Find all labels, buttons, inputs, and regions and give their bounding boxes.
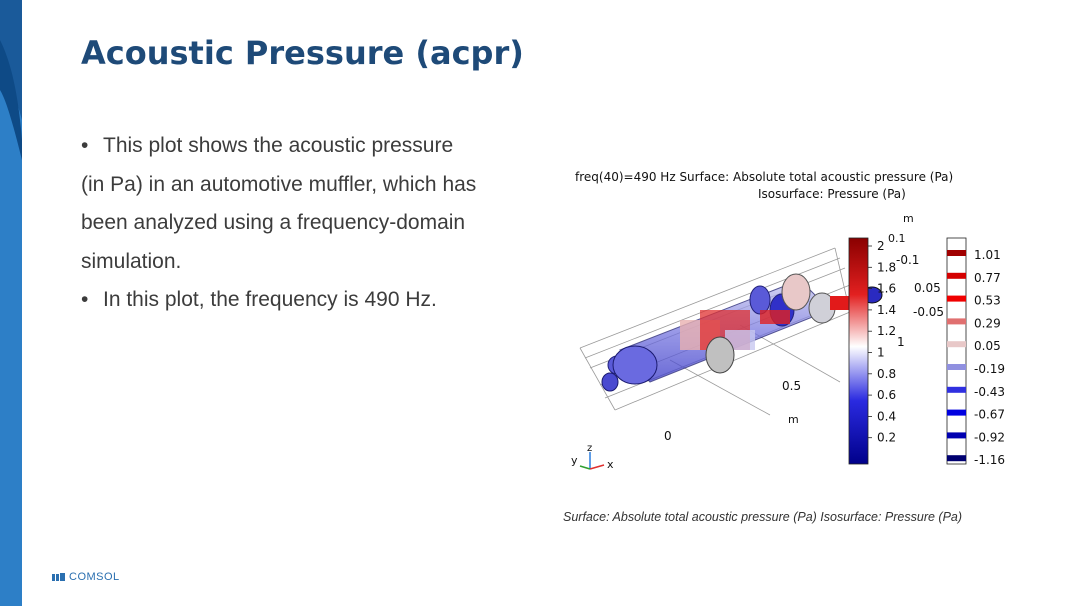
- isosurface-level-swatch: [947, 364, 966, 370]
- bullet-continuation: simulation.: [81, 249, 182, 273]
- isosurface-level-label: 0.05: [974, 339, 1001, 353]
- x-axis-unit: m: [788, 413, 799, 426]
- surface-tick-label: 1.2: [877, 324, 896, 338]
- bullet-continuation: been analyzed using a frequency-domain: [81, 211, 466, 234]
- y-tick-0-05: 0.05: [914, 281, 941, 295]
- surface-tick-label: 0.8: [877, 367, 896, 381]
- isosurface-level-swatch: [947, 250, 966, 256]
- muffler-pressure-plot: freq(40)=490 Hz Surface: Absolute total …: [560, 160, 1030, 480]
- isosurface-level-swatch: [947, 318, 966, 325]
- surface-tick-label: 1: [877, 346, 885, 360]
- isosurface-level-label: 1.01: [974, 248, 1001, 262]
- axis-triad: z x y: [571, 443, 614, 471]
- surface-tick-label: 1.8: [877, 260, 896, 274]
- bullet-list: • This plot shows the acoustic pressure (…: [81, 127, 521, 320]
- plot-canvas: freq(40)=490 Hz Surface: Absolute total …: [571, 170, 1005, 471]
- isosurface-level-label: 0.29: [974, 316, 1001, 330]
- isosurface-legend-levels: 1.01 0.77 0.53 0.29 0.05 -0.19 -0.43 -0.67 -0.92…: [947, 248, 1005, 467]
- comsol-logo-icon: [52, 572, 65, 581]
- plot-header-line-2: Isosurface: Pressure (Pa): [758, 187, 906, 201]
- slide-accent-bar: [0, 0, 22, 606]
- isosurface-level-label: -0.67: [974, 408, 1005, 422]
- triad-x-label: x: [607, 458, 614, 471]
- isosurface-level-swatch: [947, 295, 966, 302]
- bullet-glyph: •: [81, 288, 89, 311]
- comsol-logo: COMSOL: [52, 571, 120, 583]
- page-title: Acoustic Pressure (acpr): [81, 34, 524, 72]
- surface-tick-label: 0.2: [877, 431, 896, 445]
- isosurface-level-swatch: [947, 455, 966, 462]
- isosurface-level-swatch: [947, 432, 966, 439]
- surface-tick-label: 2: [877, 239, 885, 253]
- bullet-text: This plot shows the acoustic pressure: [103, 134, 454, 157]
- bullet-item: • In this plot, the frequency is 490 Hz.: [81, 281, 521, 320]
- figure-caption: Surface: Absolute total acoustic pressur…: [563, 510, 963, 524]
- surface-tick-label: 1.6: [877, 282, 896, 296]
- y-tick-minus-0-05: -0.05: [913, 305, 944, 319]
- isosurface-level-swatch: [947, 386, 966, 393]
- isosurface-level-label: 0.53: [974, 294, 1001, 308]
- surface-colorbar-ticks: 2 1.8 1.6 1.4 1.2 1 0.8 0.6 0.4 0.2: [868, 239, 896, 445]
- axis-unit-top: m: [903, 212, 914, 225]
- isosurface-level-swatch: [947, 409, 966, 416]
- y-tick-minus-0-1: -0.1: [896, 253, 919, 267]
- triad-y-label: y: [571, 454, 578, 467]
- x-tick-0: 0: [664, 429, 672, 443]
- logo-text: COMSOL: [69, 571, 120, 583]
- surface-tick-label: 0.6: [877, 388, 896, 402]
- x-tick-0-5: 0.5: [782, 379, 801, 393]
- z-tick-top: 0.1: [888, 232, 906, 245]
- surface-tick-label: 0.4: [877, 409, 896, 423]
- isosurface-level-label: 0.77: [974, 271, 1001, 285]
- plot-header-line-1: freq(40)=490 Hz Surface: Absolute total …: [575, 170, 953, 184]
- surface-tick-label: 1.4: [877, 303, 896, 317]
- bullet-text: In this plot, the frequency is 490 Hz.: [103, 288, 437, 311]
- bullet-continuation: (in Pa) in an automotive muffler, which …: [81, 172, 477, 196]
- isosurface-level-swatch: [947, 272, 966, 279]
- z-tick-1: 1: [897, 335, 905, 349]
- isosurface-level-label: -0.92: [974, 430, 1005, 444]
- isosurface-level-label: -1.16: [974, 453, 1005, 467]
- bullet-glyph: •: [81, 134, 89, 157]
- isosurface-level-label: -0.19: [974, 362, 1005, 376]
- bullet-item: • This plot shows the acoustic pressure: [81, 127, 521, 166]
- isosurface-level-label: -0.43: [974, 385, 1005, 399]
- accent-bar-shape: [0, 0, 22, 606]
- surface-colorbar: [848, 237, 869, 465]
- triad-z-label: z: [587, 443, 592, 454]
- isosurface-legend-box: [946, 237, 967, 465]
- isosurface-level-swatch: [947, 341, 966, 348]
- muffler-geometry: [601, 273, 883, 392]
